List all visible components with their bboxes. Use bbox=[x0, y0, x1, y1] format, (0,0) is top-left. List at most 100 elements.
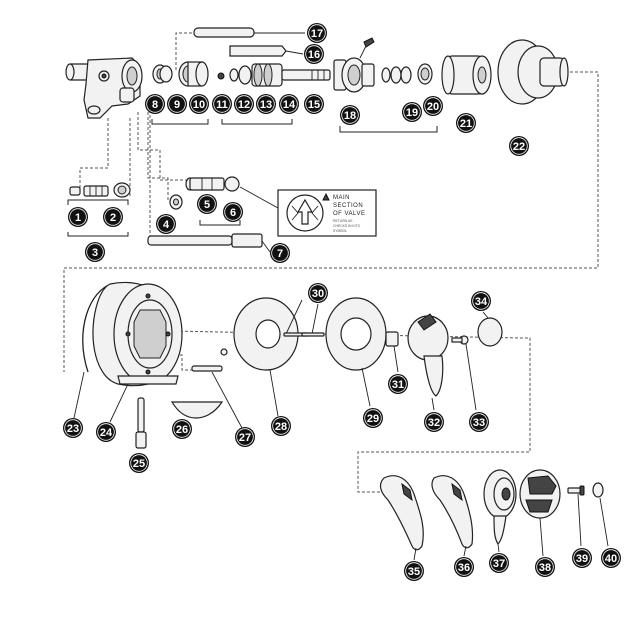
callout-8: 8 bbox=[145, 94, 165, 114]
callout-21: 21 bbox=[456, 113, 476, 133]
callout-18: 18 bbox=[340, 105, 360, 125]
callout-39: 39 bbox=[572, 548, 592, 568]
callout-bubble-ring bbox=[602, 549, 620, 567]
callout-number: 5 bbox=[204, 199, 210, 211]
callout-15: 15 bbox=[304, 94, 324, 114]
callout-bubble-ring bbox=[168, 95, 186, 113]
callout-bubble bbox=[197, 194, 217, 214]
callout-29: 29 bbox=[363, 408, 383, 428]
callout-number: 3 bbox=[92, 247, 98, 259]
callout-number: 18 bbox=[344, 110, 356, 122]
handle-37 bbox=[483, 469, 517, 553]
callout-bubble-ring bbox=[457, 114, 475, 132]
callout-40: 40 bbox=[601, 548, 621, 568]
callout-bubble bbox=[509, 136, 529, 156]
ring-20 bbox=[417, 63, 433, 85]
callout-bubble bbox=[363, 408, 383, 428]
callout-33: 33 bbox=[469, 412, 489, 432]
callout-number: 10 bbox=[193, 99, 205, 111]
callout-bubble bbox=[256, 94, 276, 114]
callout-number: 26 bbox=[176, 424, 188, 436]
callout-2: 2 bbox=[103, 207, 123, 227]
callout-13: 13 bbox=[256, 94, 276, 114]
callout-12: 12 bbox=[234, 94, 254, 114]
callout-bubble-ring bbox=[305, 45, 323, 63]
callout-number: 4 bbox=[163, 219, 170, 231]
callout-bubble-ring bbox=[236, 428, 254, 446]
callout-bubble-ring bbox=[341, 106, 359, 124]
callout-3: 3 bbox=[85, 242, 105, 262]
callout-number: 21 bbox=[460, 118, 472, 130]
callout-bubble-ring bbox=[272, 417, 290, 435]
callout-number: 31 bbox=[392, 379, 404, 391]
callout-38: 38 bbox=[535, 557, 555, 577]
callout-bubble bbox=[535, 557, 555, 577]
callout-bubble bbox=[189, 94, 209, 114]
callout-bubble bbox=[424, 412, 444, 432]
callout-bubble bbox=[601, 548, 621, 568]
callout-17: 17 bbox=[307, 23, 327, 43]
callout-number: 36 bbox=[458, 562, 470, 574]
callout-number: 38 bbox=[539, 562, 551, 574]
callout-bubble-ring bbox=[470, 413, 488, 431]
callout-bubble-ring bbox=[190, 95, 208, 113]
callout-bubble bbox=[85, 242, 105, 262]
callout-bubble bbox=[145, 94, 165, 114]
fine-print-line2: CHECKS IN KITS bbox=[333, 224, 361, 228]
screws-30 bbox=[283, 299, 325, 337]
callout-bubble-ring bbox=[69, 208, 87, 226]
callout-number: 27 bbox=[239, 432, 251, 444]
callout-bubble-ring bbox=[403, 103, 421, 121]
washer-4 bbox=[169, 194, 183, 210]
callout-bubble-ring bbox=[235, 95, 253, 113]
callout-bubble bbox=[454, 557, 474, 577]
sleeve-21 bbox=[441, 55, 492, 95]
callout-9: 9 bbox=[167, 94, 187, 114]
callout-number: 28 bbox=[275, 421, 287, 433]
callout-27: 27 bbox=[235, 427, 255, 447]
callout-bubble bbox=[469, 412, 489, 432]
check-stop-1-2 bbox=[69, 182, 131, 198]
callout-bubble bbox=[156, 214, 176, 234]
callout-bubble-ring bbox=[472, 292, 490, 310]
callout-bubble bbox=[271, 416, 291, 436]
callout-bubble-ring bbox=[146, 95, 164, 113]
callout-bubble bbox=[212, 94, 232, 114]
callout-bubble-ring bbox=[271, 244, 289, 262]
callout-35: 35 bbox=[404, 561, 424, 581]
callout-bubble-ring bbox=[280, 95, 298, 113]
callout-number: 25 bbox=[133, 458, 145, 470]
callout-bubble bbox=[307, 23, 327, 43]
callout-number: 6 bbox=[230, 207, 236, 219]
callout-bubble bbox=[172, 419, 192, 439]
callout-16: 16 bbox=[304, 44, 324, 64]
fine-print-line3: SYMBOL bbox=[333, 229, 347, 233]
callout-bubble bbox=[304, 94, 324, 114]
callout-bubble bbox=[63, 418, 83, 438]
callout-bubble-ring bbox=[389, 375, 407, 393]
callout-bubble bbox=[308, 283, 328, 303]
callout-34: 34 bbox=[471, 291, 491, 311]
sleeve-16 bbox=[229, 45, 304, 57]
callout-bubble bbox=[167, 94, 187, 114]
callout-number: 40 bbox=[605, 553, 617, 565]
callout-number: 29 bbox=[367, 413, 379, 425]
callout-number: 33 bbox=[473, 417, 485, 429]
valve-body bbox=[65, 57, 143, 119]
callout-bubble-ring bbox=[364, 409, 382, 427]
callout-bubble bbox=[402, 102, 422, 122]
stop-escutcheon-22 bbox=[497, 39, 569, 105]
callout-bubble bbox=[304, 44, 324, 64]
callout-number: 1 bbox=[75, 212, 81, 224]
callout-bubble-ring bbox=[157, 215, 175, 233]
callout-10: 10 bbox=[189, 94, 209, 114]
callout-36: 36 bbox=[454, 557, 474, 577]
callout-30: 30 bbox=[308, 283, 328, 303]
callout-bubble bbox=[340, 105, 360, 125]
rod-17 bbox=[193, 27, 305, 38]
callout-bubble-ring bbox=[425, 413, 443, 431]
cartridge-stem bbox=[217, 63, 331, 87]
callout-number: 20 bbox=[427, 101, 439, 113]
callout-bubble bbox=[423, 96, 443, 116]
callout-number: 12 bbox=[238, 99, 250, 111]
